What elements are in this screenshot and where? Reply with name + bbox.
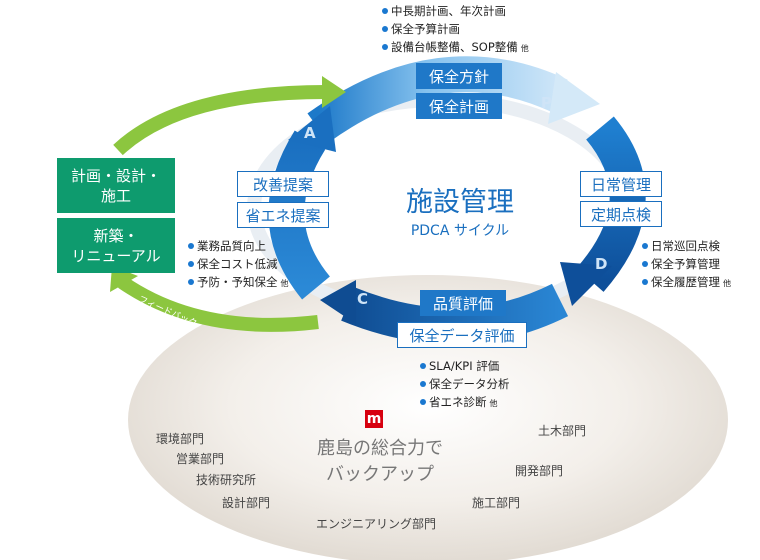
check-box-data: 保全データ評価 (397, 322, 527, 348)
bullet-dot (188, 278, 194, 285)
do-item-1: 日常巡回点検 (651, 239, 720, 253)
ring-act-arrowhead (288, 106, 336, 152)
act-box-improvement: 改善提案 (237, 171, 329, 197)
act-item-2: 保全コスト低減 (197, 257, 278, 271)
check-item-3: 省エネ診断 (429, 395, 487, 409)
ring-plan-arrowhead (548, 72, 600, 124)
act-etc: 他 (280, 279, 289, 288)
cycle-title: 施設管理 (406, 187, 514, 217)
bullet-dot (188, 242, 194, 249)
do-item-3: 保全履歴管理 (651, 275, 720, 289)
do-box-daily: 日常管理 (580, 171, 662, 197)
dept-environment: 環境部門 (156, 432, 205, 446)
ring-do-arrowhead (560, 262, 612, 306)
list-item: 予防・予知保全他 (188, 273, 289, 293)
act-item-1: 業務品質向上 (197, 239, 266, 253)
list-item: 保全予算計画 (382, 20, 529, 38)
letter-d: D (595, 255, 608, 273)
check-item-1: SLA/KPI 評価 (429, 359, 500, 373)
list-item: 保全コスト低減 (188, 255, 289, 273)
list-item: 保全データ分析 (420, 375, 510, 393)
renewal-box-line2: リニューアル (71, 246, 161, 265)
act-box-energy: 省エネ提案 (237, 202, 329, 228)
dept-sales: 営業部門 (176, 452, 225, 466)
bullet-dot (382, 7, 388, 14)
dept-engineering: エンジニアリング部門 (316, 517, 437, 531)
planning-box-line2: 施工 (100, 186, 131, 205)
check-items: SLA/KPI 評価 保全データ分析 省エネ診断他 (420, 357, 510, 413)
feedback-arrow (118, 276, 319, 332)
backup-title-line2: バックアップ (326, 464, 434, 485)
letter-p: P (541, 94, 552, 112)
new-build-renewal-box: 新築・ リニューアル (57, 218, 175, 273)
letter-c: C (357, 290, 369, 308)
bullet-dot (642, 278, 648, 285)
feedforward-arrowhead (322, 76, 346, 108)
bullet-dot (642, 260, 648, 267)
dept-civil: 土木部門 (538, 424, 587, 438)
dept-development: 開発部門 (515, 464, 564, 478)
bullet-dot (420, 362, 426, 369)
plan-box-policy: 保全方針 (416, 63, 502, 89)
kajima-logo-mark: m (366, 411, 382, 427)
plan-item-1: 中長期計画、年次計画 (391, 4, 506, 18)
planning-box-line1: 計画・設計・ (70, 166, 161, 185)
dept-design: 設計部門 (222, 496, 271, 510)
bullet-dot (420, 398, 426, 405)
do-items: 日常巡回点検 保全予算管理 保全履歴管理他 (642, 237, 731, 293)
plan-item-3: 設備台帳整備、SOP整備 (391, 40, 518, 54)
letter-a: A (304, 124, 316, 142)
feedforward-arrow (113, 85, 327, 156)
list-item: SLA/KPI 評価 (420, 357, 510, 375)
list-item: 業務品質向上 (188, 237, 289, 255)
act-items: 業務品質向上 保全コスト低減 予防・予知保全他 (188, 237, 289, 293)
plan-etc: 他 (520, 44, 529, 53)
dept-construction: 施工部門 (472, 496, 521, 510)
list-item: 日常巡回点検 (642, 237, 731, 255)
bullet-dot (642, 242, 648, 249)
bullet-dot (382, 25, 388, 32)
bullet-dot (188, 260, 194, 267)
act-item-3: 予防・予知保全 (197, 275, 278, 289)
plan-items: 中長期計画、年次計画 保全予算計画 設備台帳整備、SOP整備他 (382, 2, 529, 58)
list-item: 省エネ診断他 (420, 393, 510, 413)
do-box-periodic: 定期点検 (580, 201, 662, 227)
backup-title-line1: 鹿島の総合力で (317, 438, 443, 459)
bullet-dot (382, 43, 388, 50)
list-item: 保全予算管理 (642, 255, 731, 273)
backup-bowl (128, 275, 728, 560)
list-item: 設備台帳整備、SOP整備他 (382, 38, 529, 58)
bullet-dot (420, 380, 426, 387)
plan-item-2: 保全予算計画 (391, 22, 460, 36)
ring-check-arrowhead (320, 280, 356, 324)
check-box-quality: 品質評価 (420, 290, 506, 316)
do-etc: 他 (723, 279, 731, 288)
check-etc: 他 (489, 399, 498, 408)
planning-design-construction-box: 計画・設計・ 施工 (57, 158, 175, 213)
plan-box-plan: 保全計画 (416, 93, 502, 119)
cycle-subtitle: PDCA サイクル (410, 223, 510, 239)
dept-research: 技術研究所 (196, 473, 257, 487)
renewal-box-line1: 新築・ (93, 226, 139, 245)
kajima-logo: m (365, 410, 383, 428)
list-item: 保全履歴管理他 (642, 273, 731, 293)
list-item: 中長期計画、年次計画 (382, 2, 529, 20)
check-item-2: 保全データ分析 (429, 377, 510, 391)
do-item-2: 保全予算管理 (651, 257, 720, 271)
